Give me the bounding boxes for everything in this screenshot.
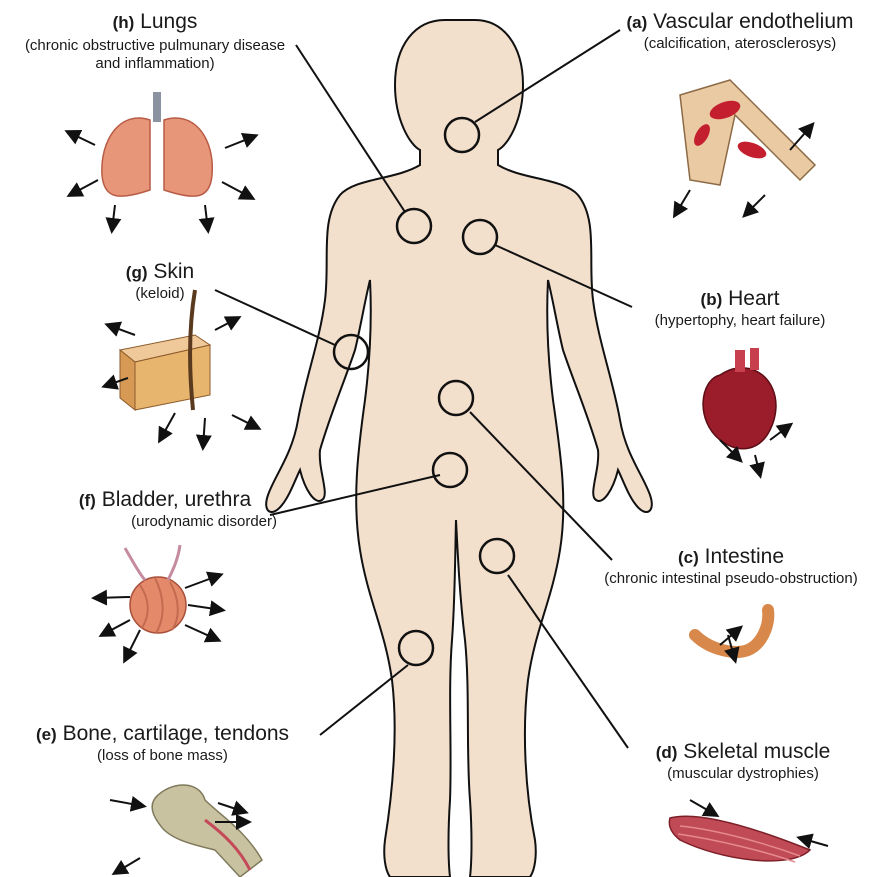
- vessel-illustration: [680, 80, 815, 185]
- force-arrow: [68, 132, 95, 145]
- label-heart-name: Heart: [728, 287, 779, 310]
- force-arrow: [215, 318, 238, 330]
- label-bladder-title: (f) Bladder, urethra: [45, 488, 285, 513]
- label-lungs-title: (h) Lungs: [10, 10, 300, 35]
- label-vascular-title: (a) Vascular endothelium: [590, 10, 890, 35]
- force-arrow: [205, 205, 208, 230]
- force-arrow: [225, 136, 255, 148]
- label-muscle-letter: (d): [656, 743, 678, 762]
- aorta-shape: [735, 350, 745, 372]
- force-arrow: [755, 455, 760, 475]
- label-skin-name: Skin: [153, 260, 194, 283]
- force-arrow: [108, 325, 135, 335]
- force-arrow: [185, 575, 220, 588]
- force-arrow: [70, 180, 98, 195]
- heart-illustration: [703, 348, 776, 449]
- trachea-shape: [153, 92, 161, 122]
- left-lung-shape: [102, 118, 150, 196]
- label-intestine-title: (c) Intestine: [570, 545, 892, 570]
- vessel-shape: [750, 348, 759, 370]
- label-bladder-letter: (f): [79, 491, 96, 510]
- muscle-shape: [669, 816, 810, 861]
- label-heart-letter: (b): [701, 290, 723, 309]
- label-intestine-name: Intestine: [705, 545, 784, 568]
- force-arrow: [188, 605, 222, 610]
- force-arrow: [125, 630, 140, 660]
- label-vascular-detail: (calcification, aterosclerosys): [590, 35, 890, 53]
- label-vascular-letter: (a): [626, 13, 647, 32]
- force-arrow: [790, 125, 812, 150]
- label-muscle-detail: (muscular dystrophies): [608, 765, 878, 783]
- label-muscle-title: (d) Skeletal muscle: [608, 740, 878, 765]
- label-skeletal-muscle: (d) Skeletal muscle (muscular dystrophie…: [608, 740, 878, 783]
- lungs-illustration: [102, 92, 212, 196]
- label-skin-title: (g) Skin: [110, 260, 210, 285]
- label-lungs-letter: (h): [113, 13, 135, 32]
- bladder-illustration: [125, 545, 186, 633]
- label-intestine-letter: (c): [678, 548, 699, 567]
- force-arrow: [770, 425, 790, 440]
- label-skin-letter: (g): [126, 263, 148, 282]
- force-arrow: [115, 858, 140, 873]
- label-bone: (e) Bone, cartilage, tendons (loss of bo…: [5, 722, 320, 765]
- muscle-illustration: [669, 816, 810, 862]
- label-skin-detail: (keloid): [110, 285, 210, 303]
- force-arrow: [102, 620, 130, 635]
- force-arrow: [222, 182, 252, 198]
- skin-illustration: [120, 290, 210, 410]
- force-arrow: [185, 625, 218, 640]
- force-arrow: [95, 597, 130, 598]
- label-lungs-detail: (chronic obstructive pulmunary disease a…: [20, 37, 290, 73]
- label-skin: (g) Skin (keloid): [110, 260, 210, 303]
- label-bladder-detail: (urodynamic disorder): [45, 513, 285, 531]
- label-intestine-detail: (chronic intestinal pseudo-obstruction): [570, 570, 892, 588]
- connector-line-g: [215, 290, 335, 345]
- label-lungs-name: Lungs: [140, 10, 197, 33]
- label-vascular-endothelium: (a) Vascular endothelium (calcification,…: [590, 10, 890, 53]
- label-heart-title: (b) Heart: [610, 287, 870, 312]
- label-lungs: (h) Lungs (chronic obstructive pulmunary…: [10, 10, 300, 73]
- heart-shape: [703, 368, 776, 449]
- force-arrow: [218, 803, 245, 812]
- human-body-silhouette: [266, 20, 652, 877]
- label-bone-letter: (e): [36, 725, 57, 744]
- label-intestine: (c) Intestine (chronic intestinal pseudo…: [570, 545, 892, 588]
- force-arrow: [232, 415, 258, 428]
- ureter-shape: [168, 545, 180, 580]
- label-muscle-name: Skeletal muscle: [683, 740, 830, 763]
- force-arrow: [690, 800, 716, 815]
- ureter-shape: [125, 548, 145, 580]
- label-heart-detail: (hypertophy, heart failure): [610, 312, 870, 330]
- label-bone-detail: (loss of bone mass): [5, 747, 320, 765]
- right-lung-shape: [164, 118, 212, 196]
- force-arrow: [745, 195, 765, 215]
- bone-illustration: [152, 785, 262, 877]
- force-arrow: [160, 413, 175, 440]
- force-arrow: [800, 838, 828, 846]
- force-arrow: [675, 190, 690, 215]
- force-arrow: [203, 418, 205, 447]
- label-vascular-name: Vascular endothelium: [653, 10, 853, 33]
- label-bone-name: Bone, cartilage, tendons: [63, 722, 290, 745]
- label-bladder-name: Bladder, urethra: [102, 488, 251, 511]
- label-bone-title: (e) Bone, cartilage, tendons: [5, 722, 320, 747]
- label-heart: (b) Heart (hypertophy, heart failure): [610, 287, 870, 330]
- label-bladder-urethra: (f) Bladder, urethra (urodynamic disorde…: [45, 488, 285, 531]
- force-arrow: [112, 205, 115, 230]
- force-arrow: [110, 800, 143, 806]
